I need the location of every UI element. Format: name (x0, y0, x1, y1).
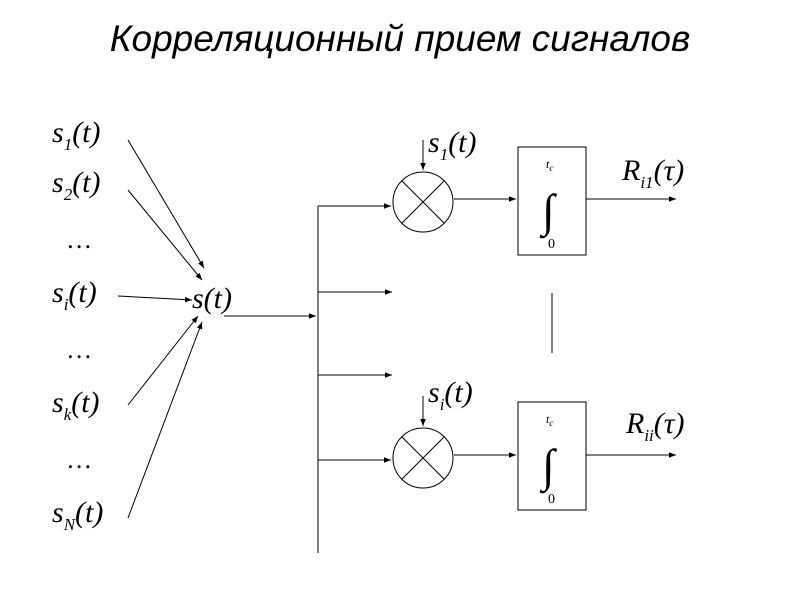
input-signal-sk: sk(t) (52, 386, 100, 424)
input-signal-s2: s2(t) (52, 166, 101, 204)
input-signal-si: si(t) (52, 276, 97, 314)
output-signal-1: Ri1(τ) (621, 154, 684, 192)
integrator-i-upper-limit: tc (546, 412, 553, 428)
channel-i: si(t) tc ∫ 0 Rii(τ) (392, 376, 685, 511)
diagram-title: Корреляционный прием сигналов (109, 18, 691, 59)
reference-signal-1: s1(t) (428, 126, 477, 164)
channel-1: s1(t) tc ∫ 0 Ri1(τ) (392, 126, 684, 256)
integrator-1-lower-limit: 0 (548, 237, 555, 252)
input-signal-s1: s1(t) (52, 116, 101, 154)
arrow-sN-to-sum (127, 321, 203, 519)
sum-signal-label: s(t) (192, 282, 232, 315)
input-signal-sN: sN(t) (52, 496, 103, 534)
integral-symbol-i: ∫ (539, 440, 557, 494)
arrow-si-to-sum (117, 295, 193, 303)
ellipsis-2: … (68, 335, 91, 364)
arrow-s2-to-sum (127, 189, 203, 281)
integrator-1-upper-limit: tc (546, 157, 553, 173)
integral-symbol-1: ∫ (539, 185, 557, 239)
multiplier-i-cross-b (401, 436, 445, 480)
arrow-sk-to-sum (127, 315, 199, 406)
integrator-i-lower-limit: 0 (548, 492, 555, 507)
multiplier-1-cross-b (401, 180, 445, 224)
arrow-s1-to-sum (127, 139, 205, 269)
output-signal-i: Rii(τ) (625, 407, 685, 445)
integrator-1 (517, 146, 587, 256)
reference-signal-i: si(t) (428, 376, 473, 414)
ellipsis-1: … (68, 225, 91, 254)
ellipsis-3: … (68, 445, 91, 474)
integrator-i (517, 401, 587, 511)
